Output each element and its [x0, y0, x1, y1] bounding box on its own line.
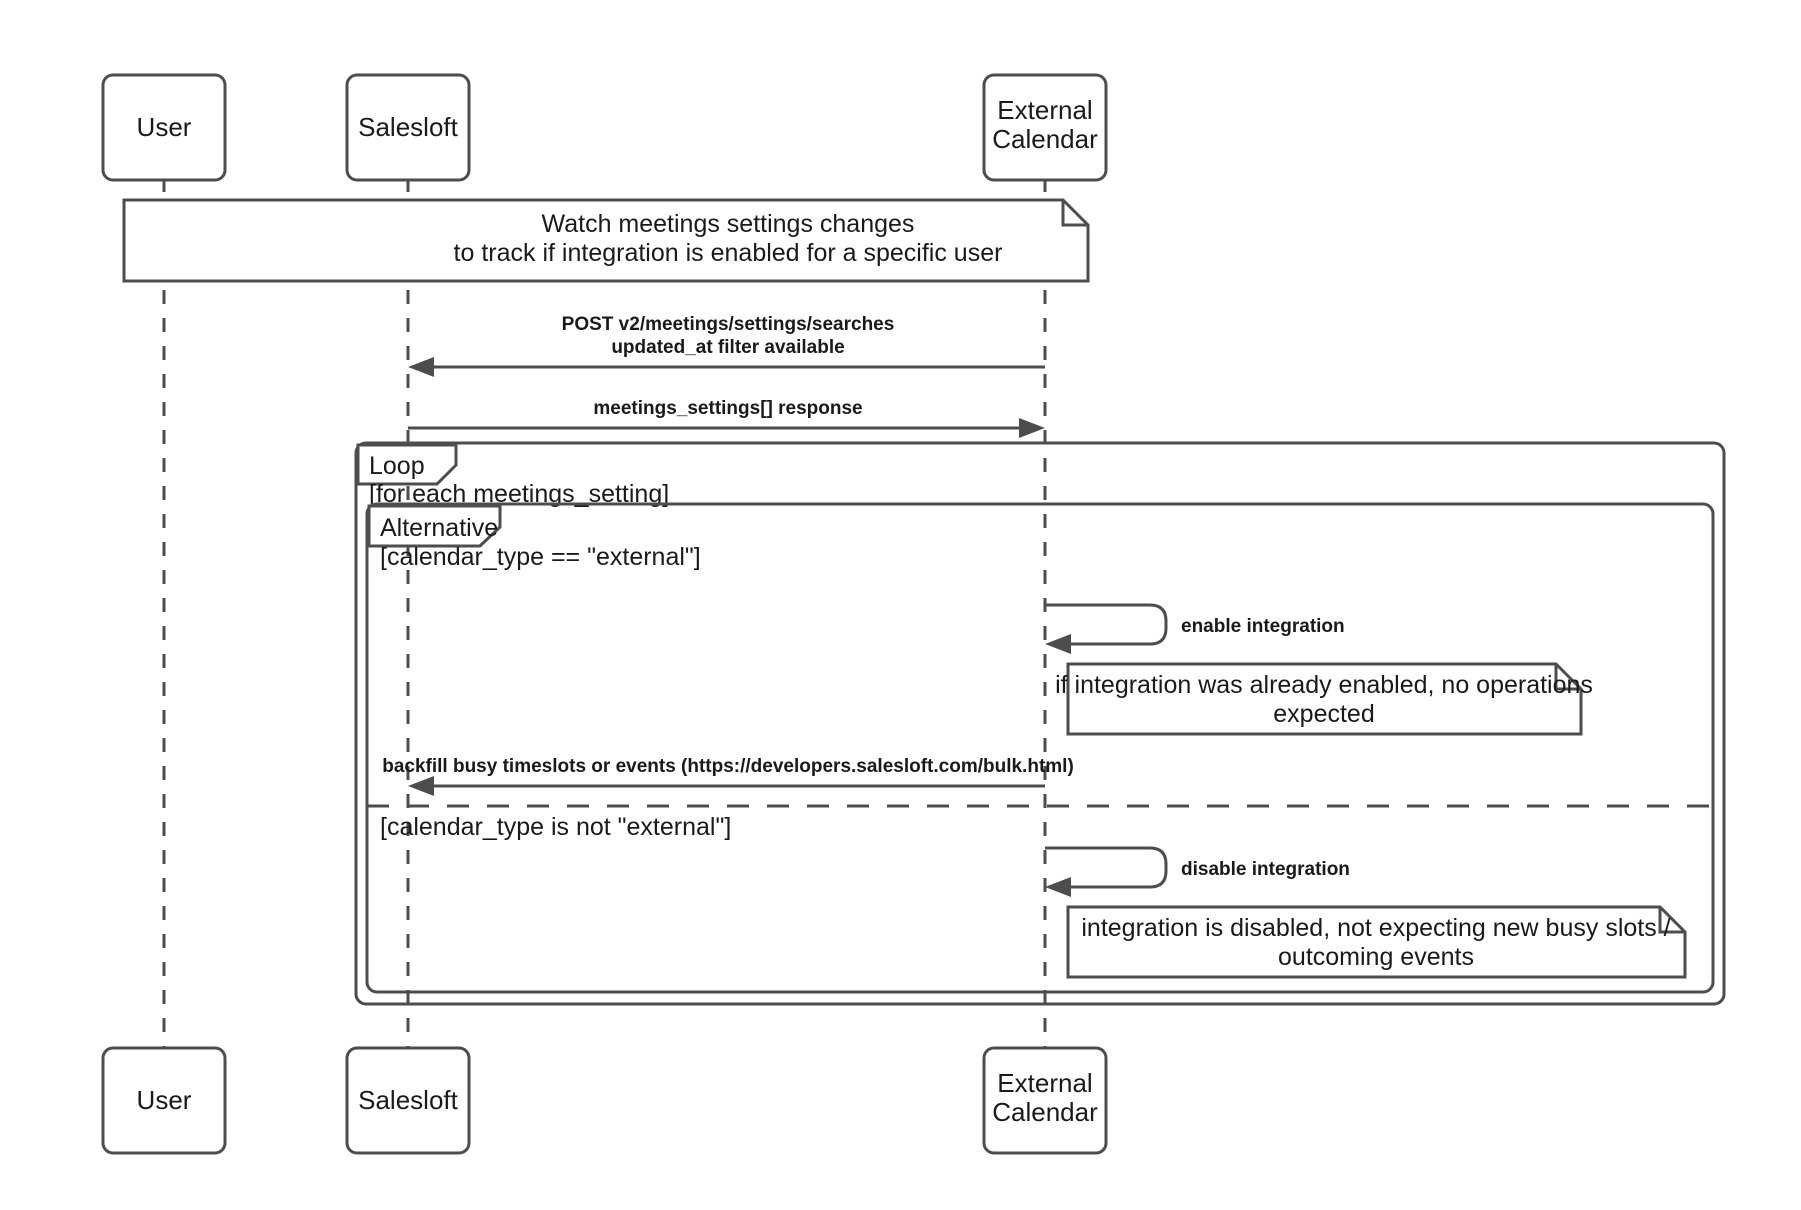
message-enable-integration: enable integration — [1045, 603, 1345, 654]
message-enable-integration-arrowhead — [1045, 634, 1071, 654]
participant-label-user-top: User — [137, 112, 192, 142]
message-backfill-label: backfill busy timeslots or events (https… — [382, 756, 1074, 777]
note-watch-line2: to track if integration is enabled for a… — [454, 239, 1003, 267]
message-disable-integration: disable integration — [1045, 846, 1350, 897]
message-post-searches-arrowhead — [408, 357, 434, 377]
message-post-searches-label-line2: updated_at filter available — [611, 337, 844, 358]
participant-label-external-calendar-bottom-line2: Calendar — [992, 1097, 1098, 1127]
message-disable-integration-arrowhead — [1045, 877, 1071, 897]
message-backfill: backfill busy timeslots or events (https… — [382, 756, 1074, 796]
note-watch-meetings-settings: Watch meetings settings changes to track… — [122, 198, 1090, 283]
note-already-enabled-line1: if integration was already enabled, no o… — [1055, 671, 1593, 699]
participant-box-salesloft-bottom[interactable]: Salesloft — [345, 1046, 471, 1155]
note-integration-disabled-line2: outcoming events — [1278, 943, 1474, 971]
participant-label-external-calendar-top-line1: External — [997, 95, 1092, 125]
fragment-loop-tag: Loop — [369, 452, 425, 480]
message-post-searches-label-line1: POST v2/meetings/settings/searches — [562, 314, 895, 335]
note-already-enabled: if integration was already enabled, no o… — [1055, 662, 1593, 736]
participant-box-user-top[interactable]: User — [101, 73, 227, 182]
participant-box-external-calendar-bottom[interactable]: External Calendar — [982, 1046, 1108, 1155]
participant-box-external-calendar-top[interactable]: External Calendar — [982, 73, 1108, 182]
fragment-alternative-guard-primary: [calendar_type == "external"] — [380, 543, 701, 571]
fragment-alternative: Alternative [calendar_type == "external"… — [365, 502, 1715, 994]
message-enable-integration-label: enable integration — [1181, 616, 1345, 637]
message-settings-response-arrowhead — [1019, 418, 1045, 438]
message-settings-response-label: meetings_settings[] response — [593, 398, 862, 419]
participant-box-user-bottom[interactable]: User — [101, 1046, 227, 1155]
fragment-alternative-tag: Alternative — [380, 514, 498, 542]
participant-label-user-bottom: User — [137, 1085, 192, 1115]
note-integration-disabled: integration is disabled, not expecting n… — [1066, 905, 1687, 979]
message-backfill-arrowhead — [408, 776, 434, 796]
message-post-searches: POST v2/meetings/settings/searches updat… — [408, 314, 1045, 377]
note-integration-disabled-line1: integration is disabled, not expecting n… — [1081, 914, 1670, 942]
message-settings-response: meetings_settings[] response — [408, 398, 1045, 438]
participant-box-salesloft-top[interactable]: Salesloft — [345, 73, 471, 182]
note-watch-line1: Watch meetings settings changes — [542, 210, 915, 238]
note-already-enabled-line2: expected — [1273, 700, 1374, 728]
participant-label-external-calendar-bottom-line1: External — [997, 1068, 1092, 1098]
participant-label-salesloft-top: Salesloft — [358, 112, 458, 142]
fragment-alternative-guard-else: [calendar_type is not "external"] — [380, 813, 731, 841]
participant-label-external-calendar-top-line2: Calendar — [992, 124, 1098, 154]
message-disable-integration-label: disable integration — [1181, 859, 1350, 880]
participant-label-salesloft-bottom: Salesloft — [358, 1085, 458, 1115]
